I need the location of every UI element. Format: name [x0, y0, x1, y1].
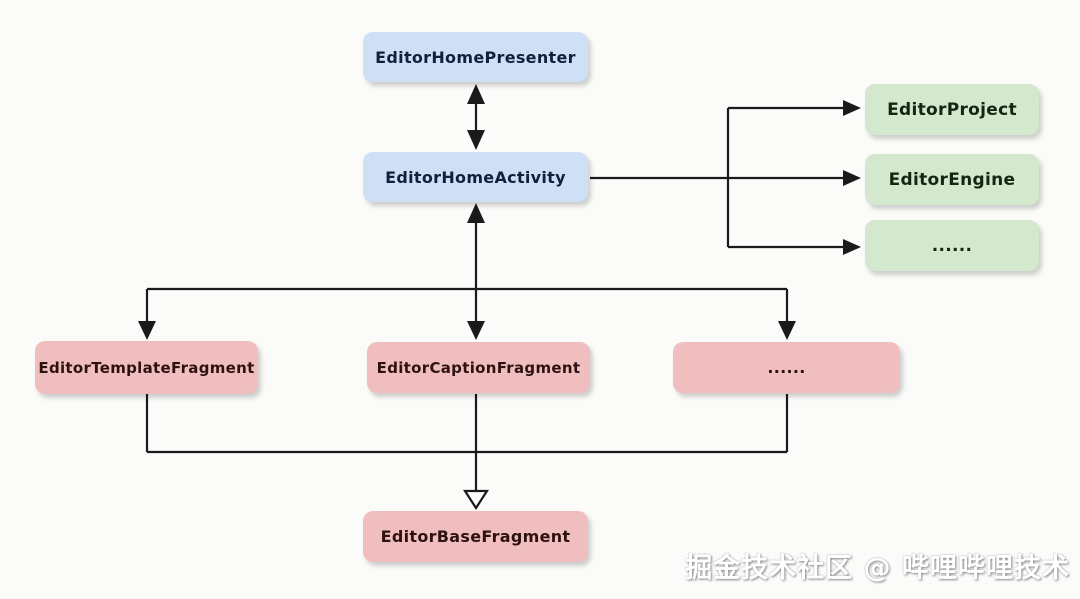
node-label: EditorCaptionFragment: [376, 358, 581, 377]
node-editor-caption-fragment: EditorCaptionFragment: [367, 342, 590, 393]
arrows-activity-to-services: [590, 100, 861, 255]
node-editor-engine: EditorEngine: [865, 154, 1039, 205]
watermark-text: 掘金技术社区 @ 哔哩哔哩技术: [685, 553, 1070, 584]
node-label: EditorHomeActivity: [385, 167, 566, 187]
arrows-activity-to-fragments: [138, 203, 796, 340]
arrow-presenter-activity: [467, 84, 485, 150]
node-more-fragments: ......: [673, 342, 900, 393]
node-editor-base-fragment: EditorBaseFragment: [363, 511, 588, 562]
node-label: EditorEngine: [888, 169, 1016, 190]
node-label: EditorHomePresenter: [375, 47, 576, 67]
node-editor-home-activity: EditorHomeActivity: [363, 152, 588, 202]
node-label: ......: [931, 235, 973, 256]
node-editor-home-presenter: EditorHomePresenter: [363, 32, 588, 82]
node-more-services: ......: [865, 220, 1039, 271]
node-editor-project: EditorProject: [865, 84, 1039, 135]
arrows-fragments-to-base: [145, 394, 789, 511]
node-editor-template-fragment: EditorTemplateFragment: [35, 341, 258, 394]
node-label: ......: [767, 358, 806, 377]
node-label: EditorBaseFragment: [380, 527, 571, 546]
node-label: EditorTemplateFragment: [38, 358, 255, 377]
node-label: EditorProject: [887, 99, 1017, 120]
